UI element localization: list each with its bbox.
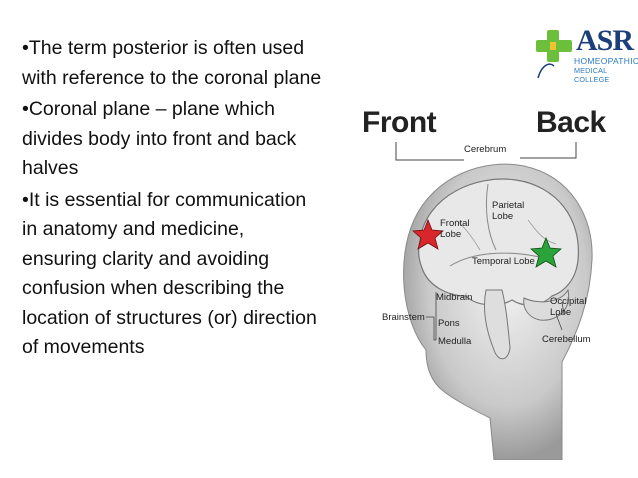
- bullet-3: •It is essential for communication in an…: [22, 188, 317, 359]
- cerebellum-shape: [523, 288, 570, 321]
- college-logo: ASR HOMEOPATHIC MEDICAL COLLEGE: [532, 22, 638, 84]
- swoosh-icon: [537, 63, 555, 79]
- head-illustration: [395, 142, 593, 460]
- frontal-label: Frontal Lobe: [440, 218, 470, 240]
- temporal-label: Temporal Lobe: [472, 256, 535, 267]
- logo-name: ASR: [576, 24, 634, 57]
- back-green-star-icon: [530, 236, 562, 268]
- pons-label: Pons: [438, 318, 460, 329]
- bullet-2: •Coronal plane – plane which divides bod…: [22, 98, 297, 179]
- cerebrum-label: Cerebrum: [464, 144, 507, 155]
- parietal-label: Parietal Lobe: [492, 200, 525, 222]
- cross-logo-icon: [536, 30, 572, 62]
- brainstem-label: Brainstem: [382, 312, 425, 323]
- occipital-label: Occipital Lobe: [550, 296, 587, 318]
- back-label: Back: [536, 106, 606, 139]
- logo-line1: HOMEOPATHIC: [574, 56, 638, 66]
- logo-line2: MEDICAL COLLEGE: [574, 66, 610, 84]
- front-label: Front: [362, 106, 437, 139]
- brainstem-shape: [483, 289, 511, 360]
- front-bracket: [395, 142, 464, 161]
- back-bracket: [520, 142, 577, 159]
- brain-outline: [418, 178, 579, 306]
- cerebellum-label: Cerebellum: [542, 334, 591, 345]
- medulla-label: Medulla: [438, 336, 472, 347]
- brain-diagram: Front Back Cerebrum Parietal Lobe Fronta…: [356, 100, 614, 460]
- midbrain-label: Midbrain: [436, 292, 473, 303]
- front-red-star-icon: [412, 218, 444, 250]
- bullet-1: •The term posterior is often used with r…: [22, 37, 322, 89]
- bullet-list: •The term posterior is often used with r…: [22, 34, 322, 365]
